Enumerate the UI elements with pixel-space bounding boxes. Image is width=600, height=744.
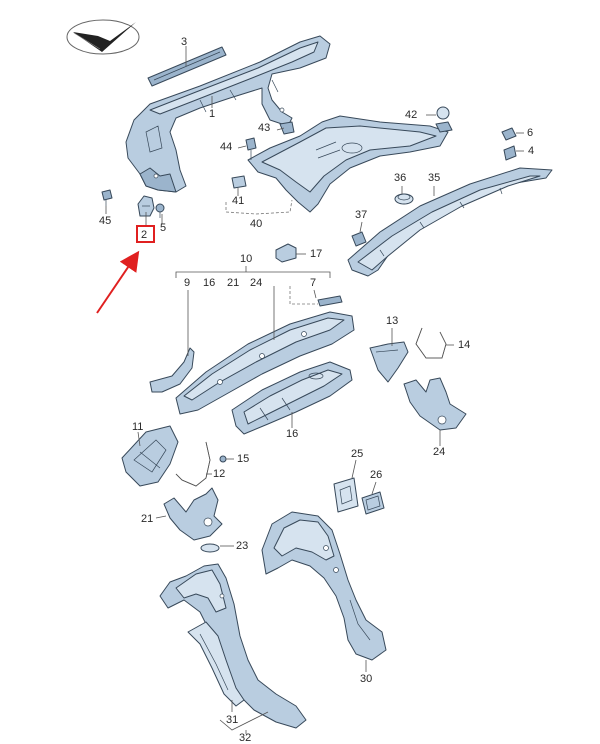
- label-part-2: 2: [141, 229, 148, 241]
- part-2-bracket: [137, 195, 155, 217]
- label-part-32: 32: [239, 732, 252, 744]
- label-part-25: 25: [351, 448, 364, 460]
- part-9-bracket: [149, 347, 195, 393]
- part-23-cap: [200, 543, 220, 553]
- label-part-42: 42: [405, 109, 418, 121]
- part-13-cover: [369, 341, 409, 383]
- part-10-crossmember: [175, 311, 355, 415]
- part-45-bolt: [101, 189, 113, 206]
- label-part-12: 12: [213, 468, 226, 480]
- label-part-3: 3: [181, 36, 188, 48]
- part-44-bolt: [245, 137, 257, 160]
- label-part-14: 14: [458, 339, 471, 351]
- label-part-40: 40: [250, 218, 263, 230]
- part-17-bracket: [275, 243, 297, 263]
- label-part-7: 7: [310, 277, 317, 289]
- label-part-37: 37: [355, 209, 368, 221]
- label-part-43: 43: [258, 122, 271, 134]
- part-40-rear-panel: [247, 115, 449, 213]
- label-part-21-top: 21: [227, 277, 240, 289]
- part-2-highlight-box: [136, 225, 155, 243]
- label-part-4: 4: [528, 145, 535, 157]
- part-30-wheel-arch: [261, 511, 387, 661]
- label-part-36: 36: [394, 172, 407, 184]
- part-24-bracket: [403, 377, 467, 431]
- label-part-16-top: 16: [203, 277, 216, 289]
- label-part-24-top: 24: [250, 277, 263, 289]
- label-part-13: 13: [386, 315, 399, 327]
- part-5-screw: [155, 203, 165, 218]
- label-part-5: 5: [160, 222, 167, 234]
- label-part-16: 16: [286, 428, 299, 440]
- part-42-clip: [435, 106, 453, 133]
- label-part-41: 41: [232, 195, 245, 207]
- label-part-6: 6: [527, 127, 534, 139]
- part-12-bracket: [175, 441, 211, 487]
- part-31-side-member: [187, 621, 245, 707]
- label-part-15: 15: [237, 453, 250, 465]
- part-36-cap: [394, 193, 414, 205]
- leader-lines: [105, 46, 524, 734]
- label-part-10: 10: [240, 253, 253, 265]
- label-part-24: 24: [433, 446, 446, 458]
- label-part-11: 11: [132, 421, 144, 433]
- red-arrow-icon: [96, 250, 140, 314]
- part-14-bracket: [415, 327, 447, 359]
- label-part-17: 17: [310, 248, 323, 260]
- part-35-rail: [347, 167, 553, 277]
- label-part-35: 35: [428, 172, 441, 184]
- label-part-21: 21: [141, 513, 154, 525]
- label-part-23: 23: [236, 540, 249, 552]
- part-41-plug: [231, 175, 247, 189]
- label-part-45: 45: [99, 215, 112, 227]
- part-1-crossmember: [125, 35, 331, 193]
- part-26-plate: [361, 491, 385, 515]
- part-25-plate: [333, 477, 359, 513]
- part-21-bracket: [163, 487, 223, 541]
- part-37-bracket: [351, 231, 367, 247]
- label-part-30: 30: [360, 673, 373, 685]
- part-16-floor-panel: [231, 361, 353, 435]
- part-11-panel: [121, 425, 179, 487]
- part-4-clip: [503, 145, 517, 161]
- brand-emblem-icon: [66, 19, 140, 55]
- highlight-callout: [96, 225, 155, 314]
- label-part-1: 1: [209, 108, 216, 120]
- part-6-clip: [501, 127, 517, 141]
- label-part-26: 26: [370, 469, 383, 481]
- part-43-clip: [279, 121, 295, 135]
- label-part-9: 9: [184, 277, 191, 289]
- label-part-31: 31: [226, 714, 239, 726]
- part-7-strip: [317, 295, 343, 307]
- part-3-strip: [147, 46, 227, 87]
- part-15-screw: [219, 455, 227, 463]
- label-part-44: 44: [220, 141, 233, 153]
